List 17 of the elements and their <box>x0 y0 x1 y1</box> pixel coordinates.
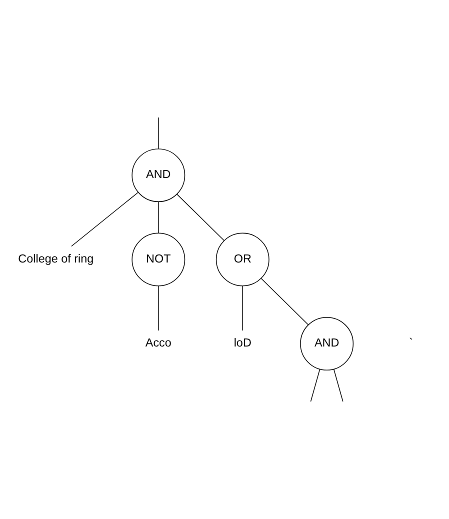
label: ` <box>409 336 413 350</box>
node-circle: NOT <box>132 232 186 286</box>
node-text: Acco <box>145 336 172 350</box>
node-text: loD <box>234 336 252 350</box>
connector <box>176 194 225 242</box>
connector <box>158 286 159 331</box>
connector <box>333 368 344 402</box>
connector <box>310 368 320 402</box>
node-circle: AND <box>300 316 354 370</box>
connector <box>260 278 309 326</box>
node-text: College of ring <box>18 252 94 266</box>
connector <box>242 286 243 331</box>
node-circle: AND <box>132 148 186 202</box>
node-circle: OR <box>216 232 270 286</box>
connector <box>71 192 139 247</box>
connector <box>158 117 159 150</box>
connector <box>158 201 159 234</box>
